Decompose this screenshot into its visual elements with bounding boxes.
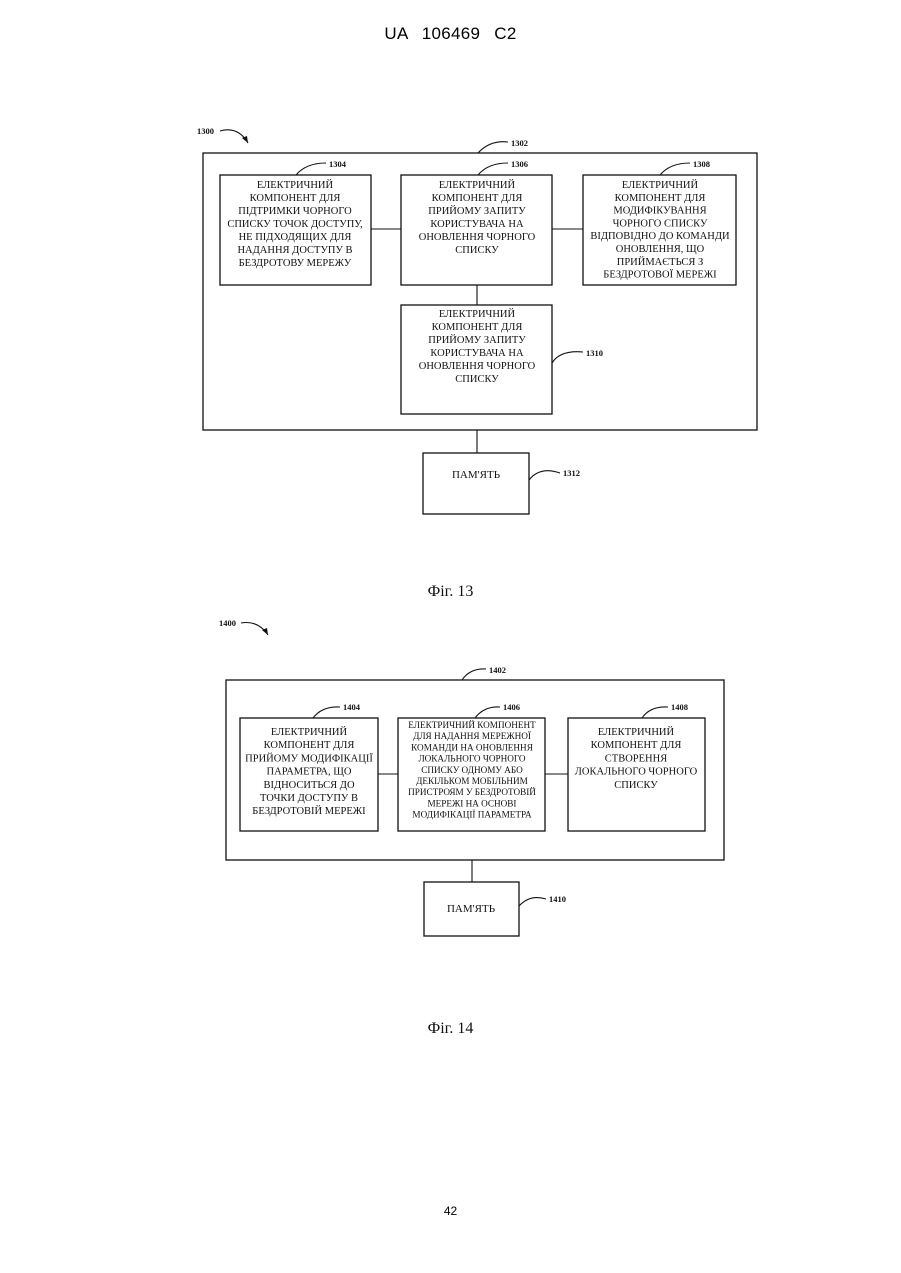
component-text-line: ПРИСТРОЯМ У БЕЗДРОТОВІЙ xyxy=(408,787,536,797)
leader-1404 xyxy=(313,707,340,718)
component-text-line: КОМАНДИ НА ОНОВЛЕННЯ xyxy=(411,742,533,752)
component-text-line: СПИСКУ ОДНОМУ АБО xyxy=(421,765,523,775)
component-text-line: ДЛЯ НАДАННЯ МЕРЕЖНОЇ xyxy=(413,731,531,741)
component-ref-1406: 1406 xyxy=(503,702,520,712)
component-text-1406: ЕЛЕКТРИЧНИЙ КОМПОНЕНТДЛЯ НАДАННЯ МЕРЕЖНО… xyxy=(408,720,536,820)
container-ref-1402: 1402 xyxy=(489,665,506,675)
component-text-line: ДЕКІЛЬКОМ МОБІЛЬНИМ xyxy=(416,776,528,786)
component-text-line: ЕЛЕКТРИЧНИЙ xyxy=(598,726,675,738)
leader-1402 xyxy=(462,669,486,680)
leader-1410 xyxy=(519,898,546,906)
leader-1408 xyxy=(642,707,668,718)
pointer-arrow-1400 xyxy=(241,623,268,636)
component-ref-1408: 1408 xyxy=(671,702,688,712)
component-text-line: КОМПОНЕНТ ДЛЯ xyxy=(264,740,355,751)
component-text-line: СПИСКУ xyxy=(614,780,658,791)
component-text-line: МОДИФІКАЦІЇ ПАРАМЕТРА xyxy=(412,810,532,820)
component-text-line: ЛОКАЛЬНОГО ЧОРНОГО xyxy=(575,767,698,778)
memory-ref-1410: 1410 xyxy=(549,894,566,904)
system-ref-1400: 1400 xyxy=(219,618,236,628)
page-number: 42 xyxy=(0,1204,901,1218)
component-text-line: ЛОКАЛЬНОГО ЧОРНОГО xyxy=(418,754,525,764)
component-text-1408: ЕЛЕКТРИЧНИЙ КОМПОНЕНТ ДЛЯ СТВОРЕННЯ ЛОКАЛЬН… xyxy=(575,726,698,791)
component-text-line: МЕРЕЖІ НА ОСНОВІ xyxy=(428,798,517,808)
component-text-line: КОМПОНЕНТ ДЛЯ xyxy=(591,740,682,751)
component-text-line: СТВОРЕННЯ xyxy=(605,753,667,764)
component-text-line: БЕЗДРОТОВІЙ МЕРЕЖІ xyxy=(252,805,366,817)
component-text-line: ПАРАМЕТРА, ЩО xyxy=(267,767,352,778)
leader-1406 xyxy=(475,707,500,718)
component-text-line: ВІДНОСИТЬСЯ ДО xyxy=(263,780,355,791)
component-text-line: ЕЛЕКТРИЧНИЙ xyxy=(271,726,348,738)
figure-14-caption: Фіг. 14 xyxy=(0,1020,901,1038)
component-text-1404: ЕЛЕКТРИЧНИЙ КОМПОНЕНТ ДЛЯПРИЙОМУ МОДИФІКА… xyxy=(245,726,373,817)
component-text-line: ЕЛЕКТРИЧНИЙ КОМПОНЕНТ xyxy=(408,720,536,730)
figure-14-diagram: 1400 1402 1404 ЕЛЕКТРИЧНИЙКОМПОНЕНТ ДЛЯП… xyxy=(0,0,901,1000)
component-ref-1404: 1404 xyxy=(343,702,361,712)
component-text-line: ПРИЙОМУ МОДИФІКАЦІЇ xyxy=(245,752,373,764)
component-text-line: ТОЧКИ ДОСТУПУ В xyxy=(260,793,358,804)
memory-label-14: ПАМ'ЯТЬ xyxy=(447,903,495,915)
